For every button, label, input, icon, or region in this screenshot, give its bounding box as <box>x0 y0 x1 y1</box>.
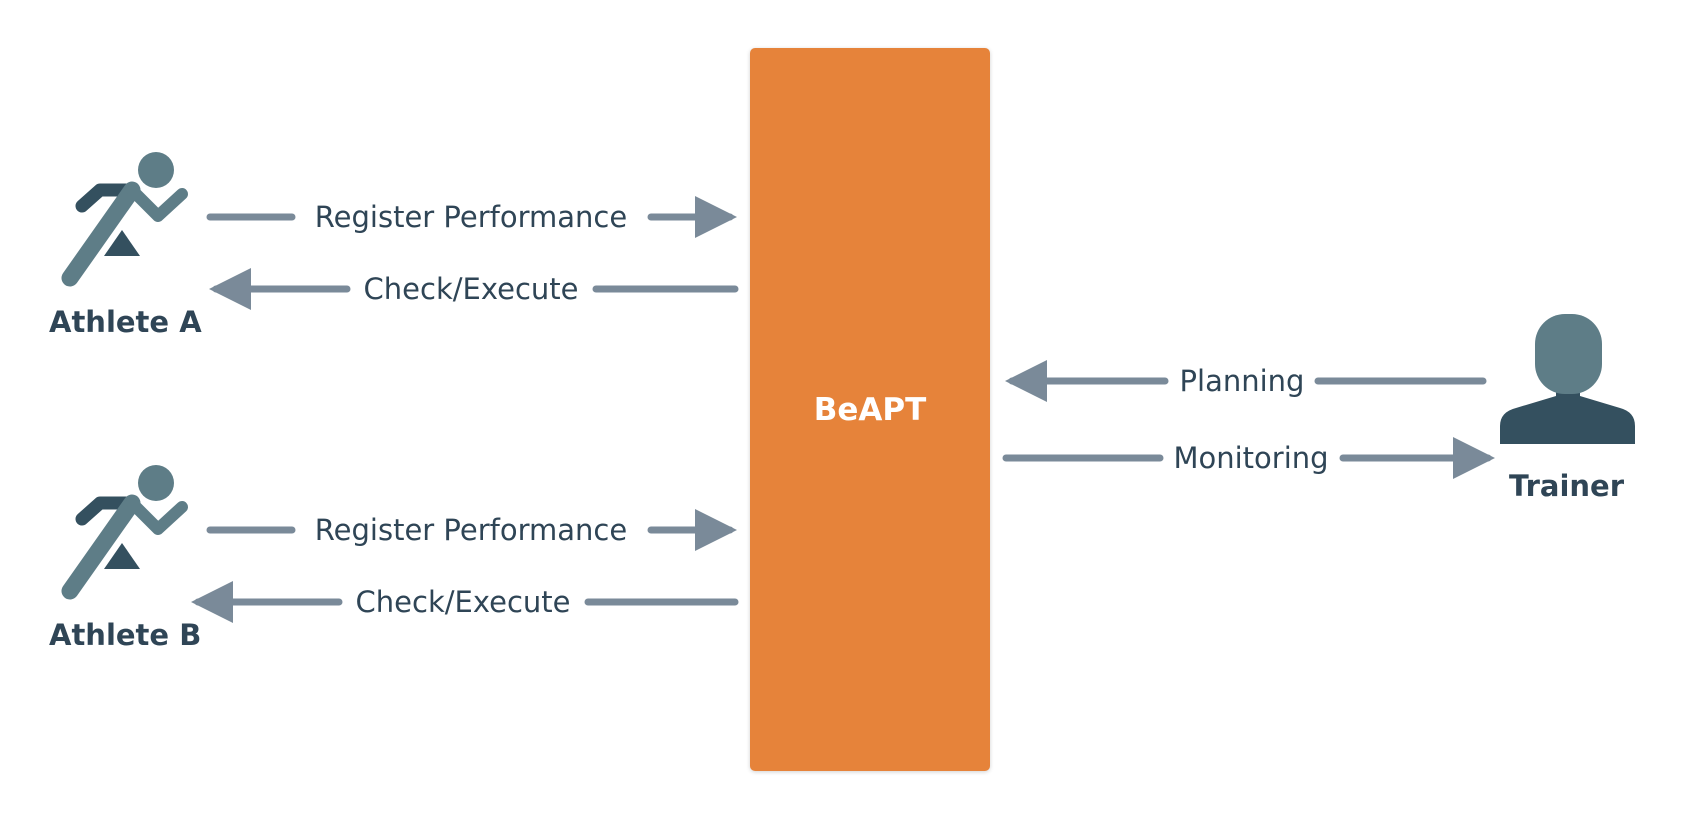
actor-name-trainer: Trainer <box>1509 469 1625 503</box>
flow-label-trainer-planning: Planning <box>1179 364 1305 398</box>
runner-icon <box>61 465 188 600</box>
actor-name-athlete-b: Athlete B <box>49 618 202 652</box>
runner-icon <box>61 152 188 287</box>
person-icon <box>1500 314 1635 444</box>
system-label: BeAPT <box>813 392 927 428</box>
system-box <box>750 48 990 771</box>
actor-name-athlete-a: Athlete A <box>49 305 202 339</box>
flow-label-athlete-a-check: Check/Execute <box>363 272 579 306</box>
flow-label-athlete-a-register: Register Performance <box>314 200 628 234</box>
flow-label-trainer-monitoring: Monitoring <box>1173 441 1329 475</box>
flow-label-athlete-b-register: Register Performance <box>314 513 628 547</box>
flow-label-athlete-b-check: Check/Execute <box>355 585 571 619</box>
